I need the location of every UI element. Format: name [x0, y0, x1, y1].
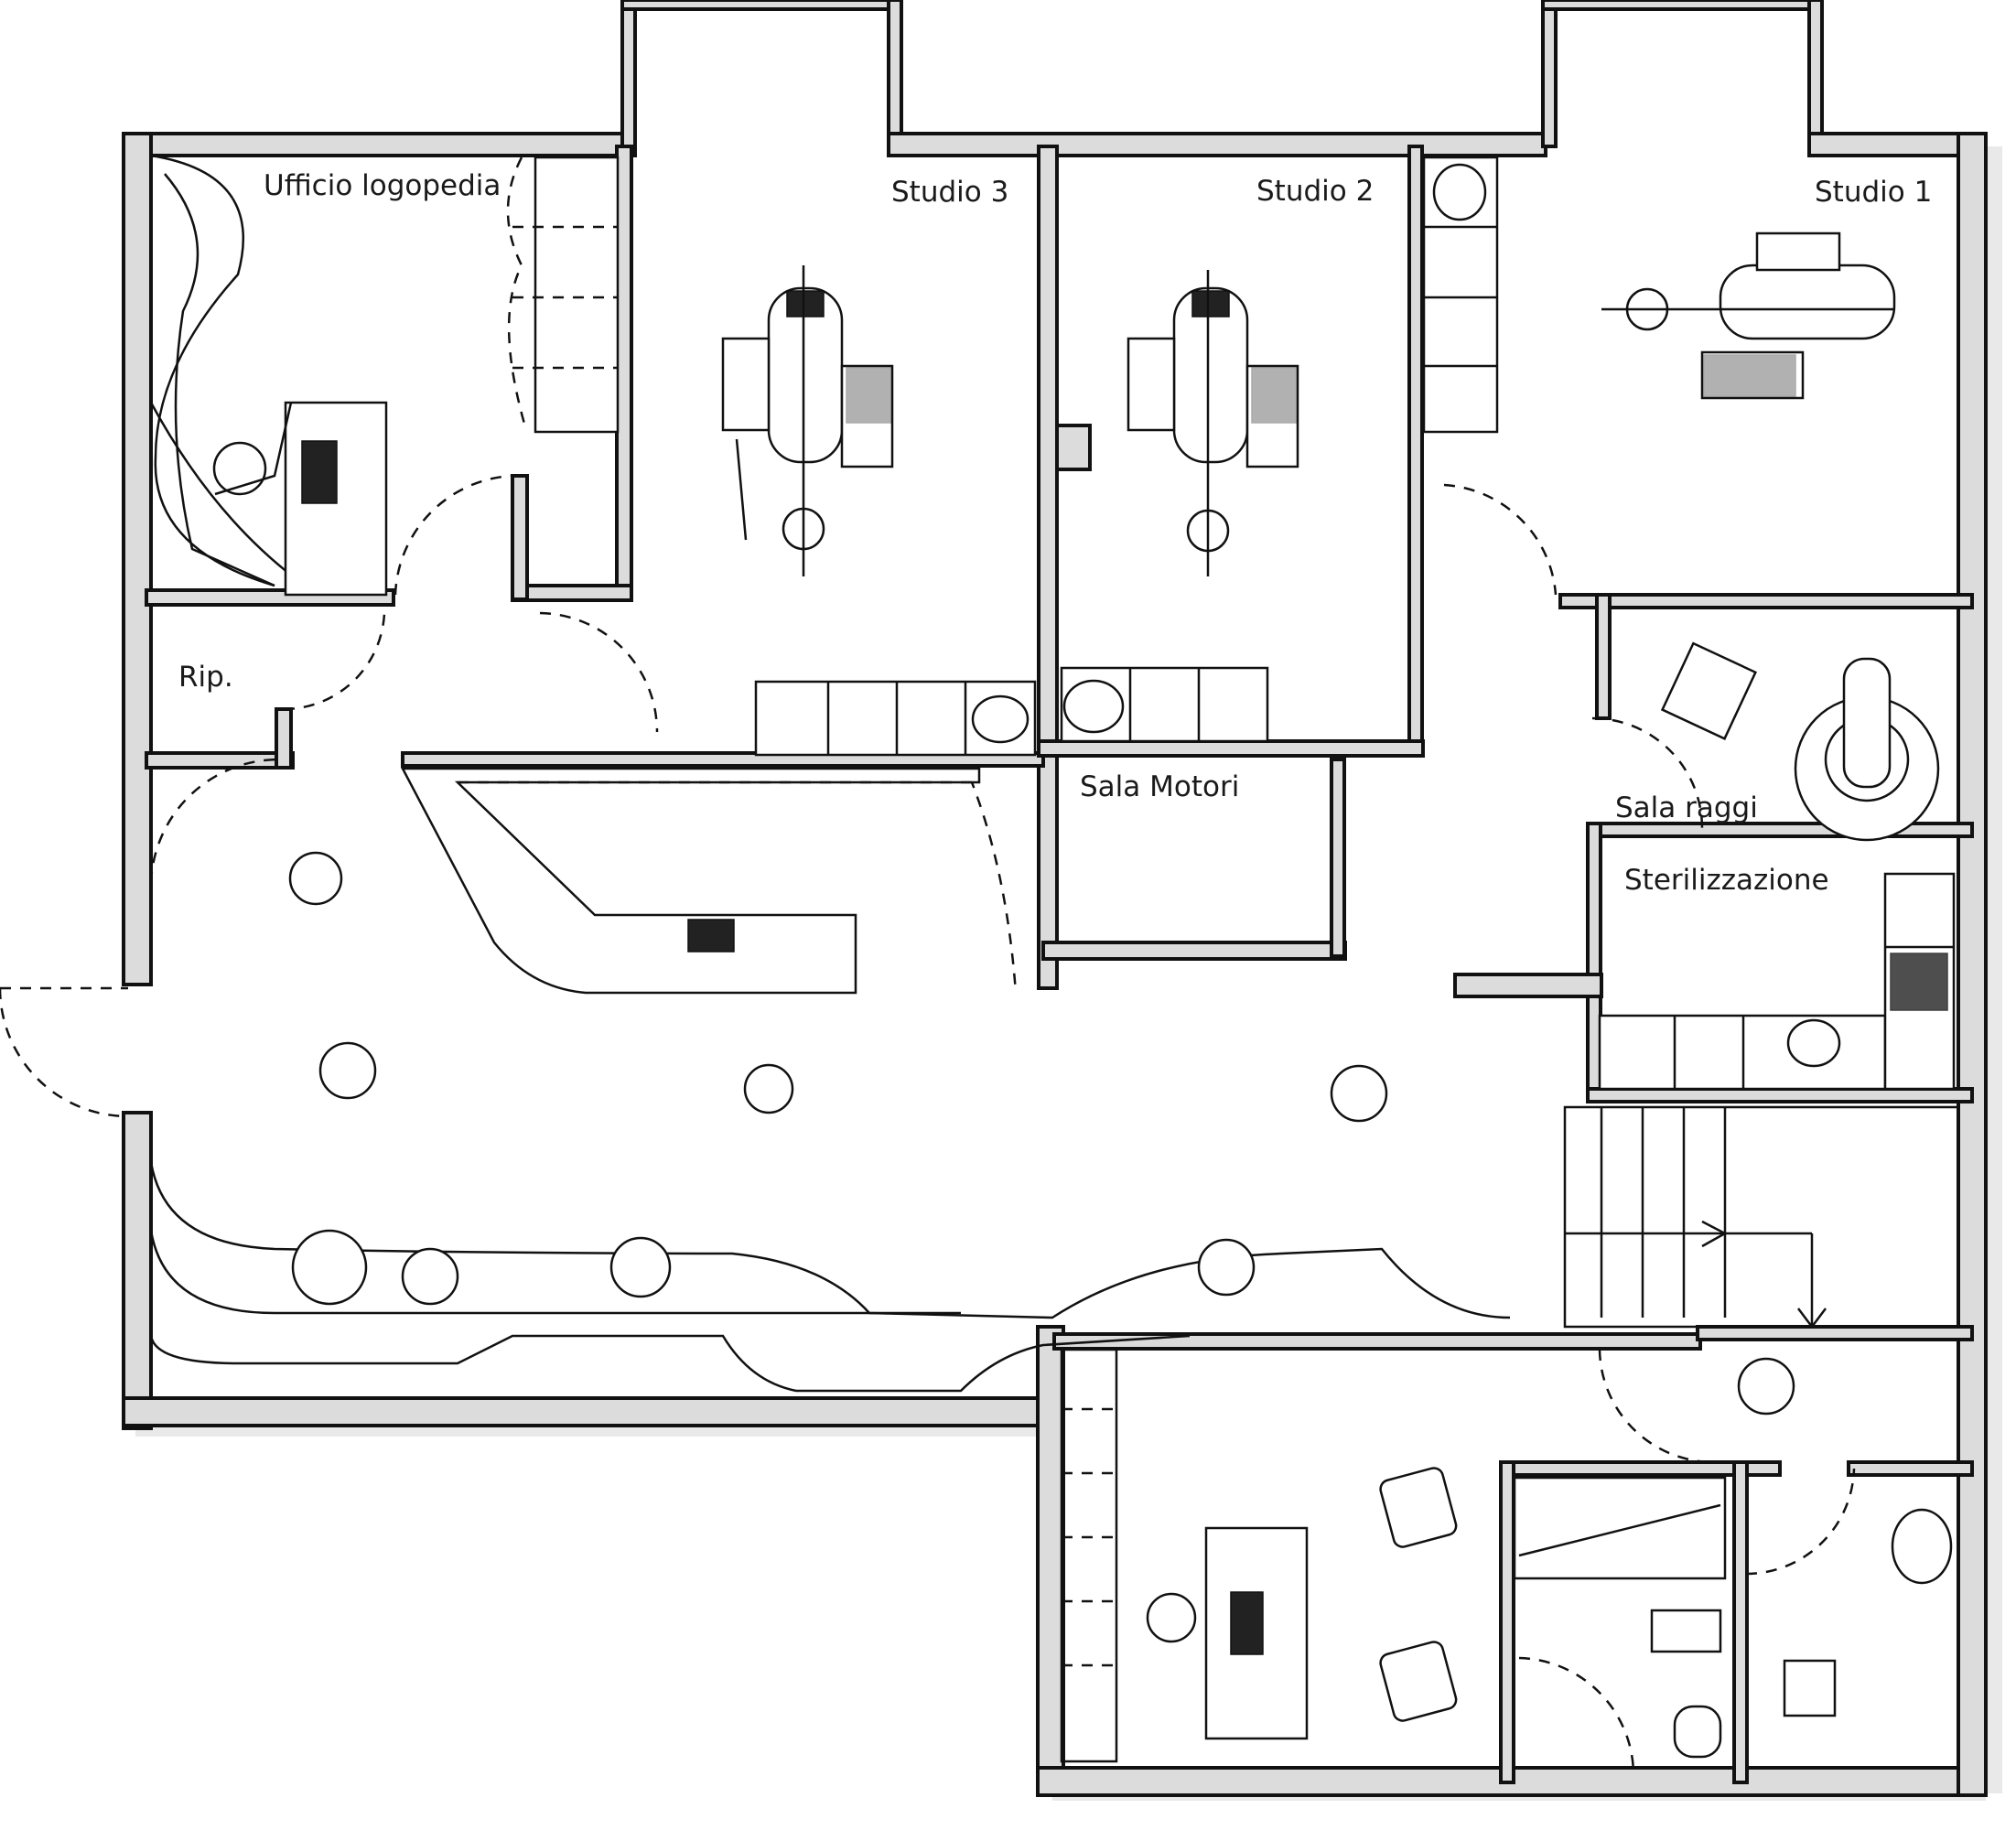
label-studio-3: Studio 3: [891, 176, 1008, 209]
outer-walls: [122, 0, 1988, 1797]
label-sala-raggi: Sala raggi: [1615, 791, 1758, 824]
label-studio-2: Studio 2: [1256, 175, 1374, 208]
label-ripostiglio: Rip.: [178, 661, 233, 694]
doors: [0, 474, 1856, 1776]
room-labels: Ufficio logopedia Studio 3 Studio 2 Stud…: [178, 169, 1932, 897]
label-ufficio-logopedia: Ufficio logopedia: [264, 169, 501, 202]
label-studio-1: Studio 1: [1815, 176, 1932, 209]
label-sala-motori: Sala Motori: [1080, 770, 1239, 803]
label-sterilizzazione: Sterilizzazione: [1624, 864, 1829, 897]
furniture: [149, 154, 1960, 1763]
interior-walls: [145, 145, 1974, 1784]
